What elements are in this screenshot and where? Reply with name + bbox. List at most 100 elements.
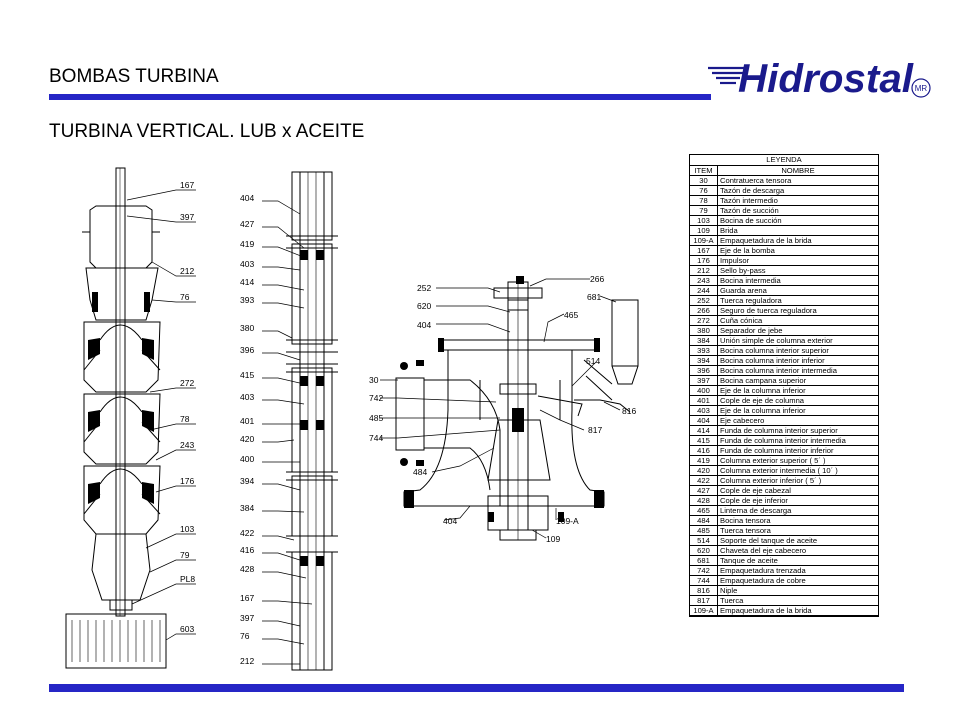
legend-item-code: 252: [690, 295, 718, 306]
legend-item-name: Columna exterior intermedia ( 10´ ): [717, 465, 878, 476]
legend-item-code: 109: [690, 225, 718, 236]
callout-266: 266: [590, 274, 604, 284]
callout-414: 414: [240, 277, 254, 287]
legend-item-code: 403: [690, 405, 718, 416]
legend-item-code: 427: [690, 485, 718, 496]
legend-item-code: 422: [690, 475, 718, 486]
callout-415: 415: [240, 370, 254, 380]
callout-79: 79: [180, 550, 190, 560]
legend-item-name: Columna exterior superior ( 5´ ): [717, 455, 878, 466]
callout-603: 603: [180, 624, 194, 634]
callout-394: 394: [240, 476, 254, 486]
legend-item-code: 244: [690, 285, 718, 296]
legend-col-name: NOMBRE: [717, 166, 878, 176]
legend-item-code: 681: [690, 555, 718, 566]
legend-item-code: 428: [690, 495, 718, 506]
callout-pl8: PL8: [180, 574, 195, 584]
legend-item-code: 420: [690, 465, 718, 476]
legend-item-code: 419: [690, 455, 718, 466]
legend-item-name: Separador de jebe: [717, 325, 878, 336]
legend-item-name: Bocina de succión: [717, 215, 878, 226]
hidrostal-logo: Hidrostal MR: [708, 57, 931, 101]
legend-item-name: Bocina columna interior inferior: [717, 355, 878, 366]
callout-403b: 403: [240, 392, 254, 402]
legend-item-code: 514: [690, 535, 718, 546]
legend-item-name: Tazón intermedio: [717, 195, 878, 206]
callout-419: 419: [240, 239, 254, 249]
callout-272: 272: [180, 378, 194, 388]
legend-item-name: Empaquetadura trenzada: [717, 565, 878, 576]
legend-item-name: Funda de columna interior inferior: [717, 445, 878, 456]
section-title: BOMBAS TURBINA: [49, 66, 219, 87]
legend-item-code: 380: [690, 325, 718, 336]
legend-item-code: 484: [690, 515, 718, 526]
svg-text:Hidrostal: Hidrostal: [738, 57, 914, 101]
callout-403: 403: [240, 259, 254, 269]
legend-item-name: Funda de columna interior superior: [717, 425, 878, 436]
legend-col-item: ITEM: [690, 166, 718, 176]
legend-item-name: Empaquetadura de la brida: [717, 605, 878, 616]
legend-item-name: Eje cabecero: [717, 415, 878, 426]
callout-465: 465: [564, 310, 578, 320]
legend-item-name: Tazón de descarga: [717, 185, 878, 196]
legend-item-name: Empaquetadura de cobre: [717, 575, 878, 586]
legend-title: LEYENDA: [690, 155, 878, 166]
legend-item-code: 397: [690, 375, 718, 386]
legend-item-name: Seguro de tuerca reguladora: [717, 305, 878, 316]
legend-item-code: 79: [690, 205, 718, 216]
callout-397: 397: [180, 212, 194, 222]
legend-item-name: Bocina tensora: [717, 515, 878, 526]
legend-item-code: 103: [690, 215, 718, 226]
callout-243: 243: [180, 440, 194, 450]
legend-item-name: Bocina intermedia: [717, 275, 878, 286]
callout-404: 404: [240, 193, 254, 203]
legend-item-name: Soporte del tanque de aceite: [717, 535, 878, 546]
legend-item-name: Columna exterior inferior ( 5´ ): [717, 475, 878, 486]
legend-item-name: Tuerca: [717, 595, 878, 606]
legend-item-code: 742: [690, 565, 718, 576]
legend-item-code: 816: [690, 585, 718, 596]
legend-item-name: Eje de la columna inferior: [717, 405, 878, 416]
page-subtitle: TURBINA VERTICAL. LUB x ACEITE: [49, 121, 365, 142]
callout-404d: 404: [443, 516, 457, 526]
callout-420: 420: [240, 434, 254, 444]
callout-393: 393: [240, 295, 254, 305]
legend-item-name: Cuña cónica: [717, 315, 878, 326]
callout-252: 252: [417, 283, 431, 293]
callout-167: 167: [180, 180, 194, 190]
legend-item-name: Guarda arena: [717, 285, 878, 296]
legend-item-code: 78: [690, 195, 718, 206]
legend-item-name: Cople de eje inferior: [717, 495, 878, 506]
callout-817: 817: [588, 425, 602, 435]
legend-item-code: 414: [690, 425, 718, 436]
callout-404c: 404: [417, 320, 431, 330]
callout-109a: 109-A: [556, 516, 579, 526]
legend-item-name: Eje de la columna inferior: [717, 385, 878, 396]
callout-744: 744: [369, 433, 383, 443]
